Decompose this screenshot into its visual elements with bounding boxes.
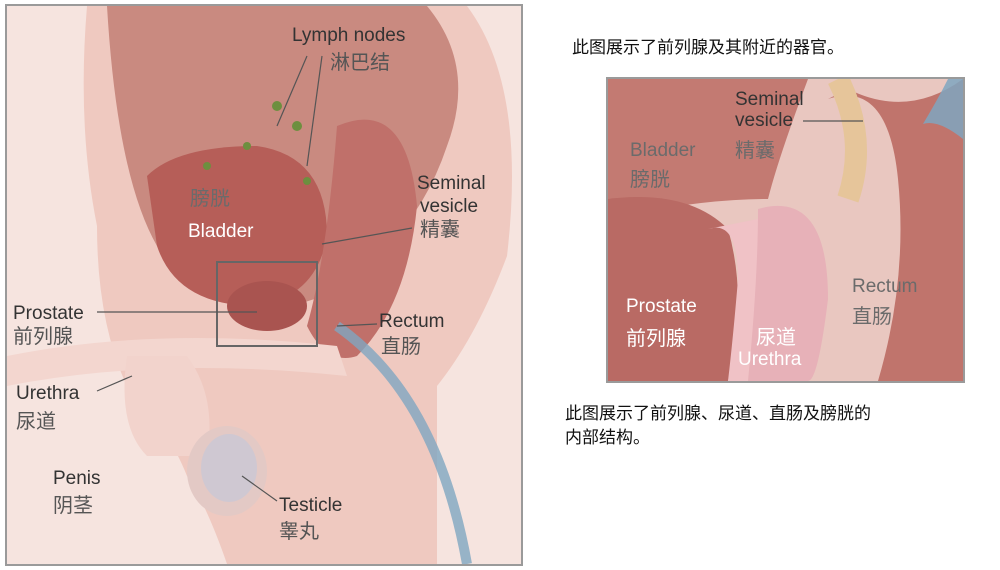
label-rectum: Rectum [379, 311, 445, 332]
inset-label-seminal-zh: 精囊 [735, 140, 775, 162]
inset-label-rectum-zh: 直肠 [852, 306, 892, 328]
inset-label-seminal: Seminal [735, 89, 804, 110]
label-prostate-zh: 前列腺 [13, 326, 73, 348]
zoom-box [216, 261, 318, 347]
inset-label-prostate: Prostate [626, 296, 697, 317]
arrow-to-inset [334, 321, 472, 564]
inset-label-vesicle: vesicle [735, 110, 794, 131]
label-seminal: Seminal [417, 173, 486, 194]
caption-bottom-line-1: 此图展示了前列腺、尿道、直肠及膀胱的 [565, 404, 871, 423]
label-lymph-nodes: Lymph nodes [292, 25, 406, 46]
anatomy-illustration [7, 6, 513, 564]
label-penis: Penis [53, 468, 101, 489]
label-testicle-zh: 睾丸 [279, 521, 319, 543]
inset-label-prostate-zh: 前列腺 [626, 328, 686, 350]
label-urethra-zh: 尿道 [16, 411, 56, 433]
caption-top: 此图展示了前列腺及其附近的器官。 [572, 38, 844, 57]
testicle-shape [201, 434, 257, 502]
bladder-shape [147, 146, 327, 306]
inset-label-urethra-zh: 尿道 [756, 327, 796, 349]
prostate-shape [227, 281, 307, 331]
label-testicle: Testicle [279, 495, 343, 516]
label-bladder: Bladder [188, 221, 254, 242]
inset-label-rectum: Rectum [852, 276, 918, 297]
inset-label-bladder-zh: 膀胱 [630, 169, 670, 191]
label-lymph-nodes-zh: 淋巴结 [330, 52, 390, 74]
inset-illustration [608, 79, 963, 381]
prostate-shape [708, 219, 772, 381]
rectum-shape [307, 119, 417, 358]
label-bladder-zh: 膀胱 [190, 188, 230, 210]
label-vesicle: vesicle [420, 196, 479, 217]
label-rectum-zh: 直肠 [381, 336, 421, 358]
label-penis-zh: 阴茎 [53, 495, 93, 517]
label-seminal-zh: 精囊 [420, 219, 460, 241]
arrow-icon [923, 79, 963, 139]
rectum-shape [828, 79, 963, 381]
label-urethra: Urethra [16, 383, 80, 404]
inset-label-bladder: Bladder [630, 140, 696, 161]
seminal-vesicle-shape [828, 79, 867, 203]
main-anatomy-diagram: Lymph nodes 淋巴结 膀胱 Bladder Seminal vesic… [5, 4, 523, 566]
caption-bottom-line-2: 内部结构。 [565, 428, 650, 447]
label-prostate: Prostate [13, 303, 84, 324]
caption-bottom: 此图展示了前列腺、尿道、直肠及膀胱的 内部结构。 [565, 402, 871, 450]
inset-anatomy-diagram: Seminal vesicle 精囊 Bladder 膀胱 Prostate 前… [606, 77, 965, 383]
inset-label-urethra: Urethra [738, 349, 802, 370]
